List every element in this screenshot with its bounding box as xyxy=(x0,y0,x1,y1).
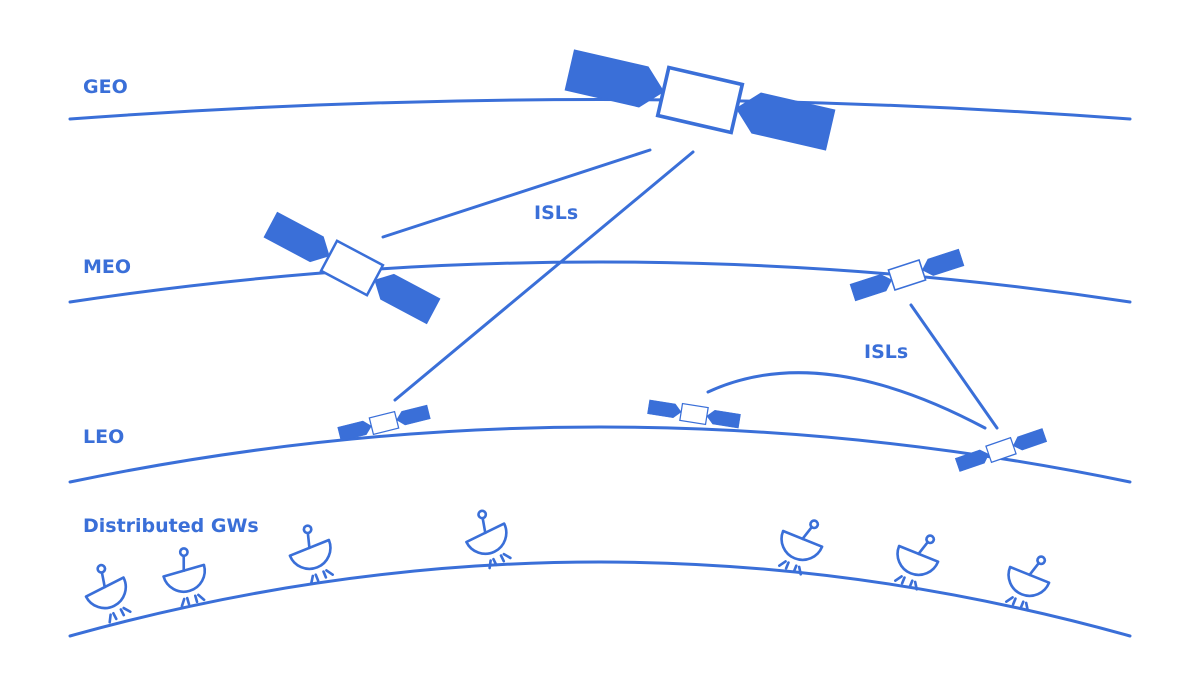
gateway-dish-icon xyxy=(288,524,335,585)
gateway-dish-icon xyxy=(777,519,824,576)
earth-surface-line xyxy=(68,560,1132,638)
gateway-dish-icon xyxy=(465,509,512,570)
geo-label: GEO xyxy=(83,76,128,98)
meo-satellite-icon-left xyxy=(263,211,441,325)
geo-orbit-line xyxy=(68,98,1132,121)
isl-link-leo-leo xyxy=(706,371,987,430)
gateway-dish-icon xyxy=(1004,555,1051,612)
meo-label: MEO xyxy=(83,256,131,278)
meo-satellite-icon-right xyxy=(849,248,965,302)
leo-satellite-icon-left xyxy=(337,404,431,442)
isl-link-geo-meo xyxy=(381,148,652,239)
leo-satellite-icon-center xyxy=(647,399,741,429)
isl-label-upper: ISLs xyxy=(534,202,578,224)
meo-orbit-line xyxy=(68,260,1132,304)
isl-label-lower: ISLs xyxy=(864,341,908,363)
geo-satellite-icon xyxy=(564,49,836,151)
isl-link-meo-leo xyxy=(909,303,999,430)
gateway-dish-icon xyxy=(84,563,132,624)
leo-satellite-icon-right xyxy=(954,428,1048,472)
gateways-label: Distributed GWs xyxy=(83,515,259,537)
leo-label: LEO xyxy=(83,426,124,448)
gateway-dish-icon xyxy=(893,534,940,591)
gateway-dish-icon xyxy=(162,547,206,608)
isl-link-geo-leo xyxy=(393,150,695,402)
